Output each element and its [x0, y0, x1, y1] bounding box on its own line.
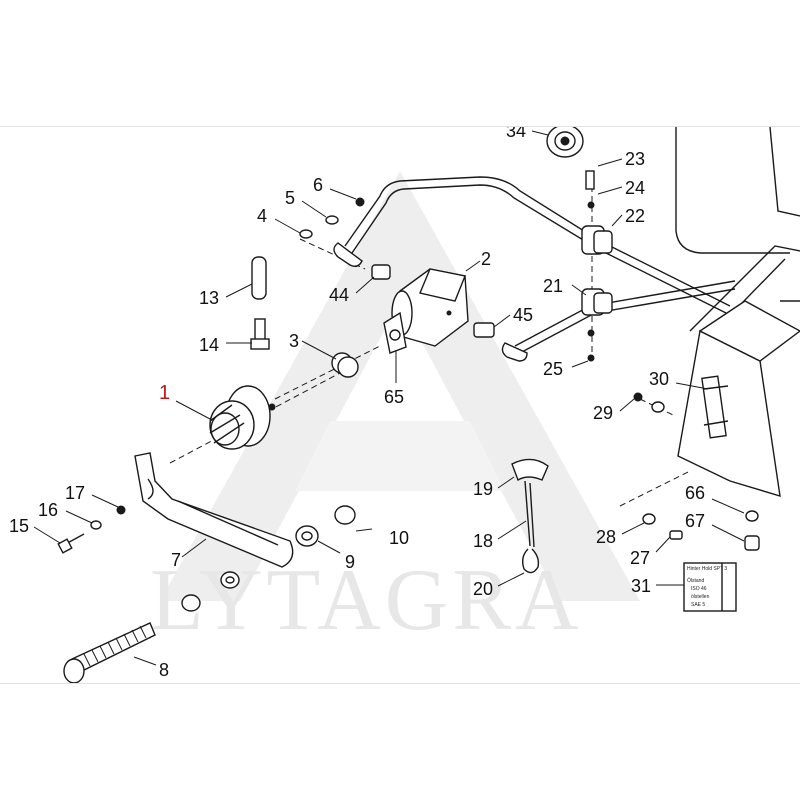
watermark-logo: LYTAGRA — [150, 171, 640, 649]
leader-lines — [33, 130, 745, 666]
hydraulic-pipes — [333, 176, 736, 362]
callout-23: 23 — [625, 149, 645, 169]
callout-4: 4 — [257, 206, 267, 226]
part-7-arm — [134, 452, 294, 568]
part-30-housing — [677, 300, 800, 497]
callout-29: 29 — [593, 403, 613, 423]
callout-1-highlighted: 1 — [159, 382, 170, 404]
callout-31: 31 — [631, 576, 651, 596]
part-2-pump — [383, 268, 469, 354]
fasteners-23-24-25 — [585, 170, 595, 362]
callout-45: 45 — [513, 305, 533, 325]
callout-66: 66 — [685, 483, 705, 503]
callout-13: 13 — [199, 288, 219, 308]
parts-15-16-17-fasteners — [57, 505, 126, 554]
tag-line-5: SAE 5 — [691, 602, 705, 608]
callout-22: 22 — [625, 206, 645, 226]
callout-44: 44 — [329, 285, 349, 305]
callout-34: 34 — [506, 127, 526, 141]
callout-24: 24 — [625, 178, 645, 198]
callout-14: 14 — [199, 335, 219, 355]
diagram-frame: LYTAGRA — [0, 126, 800, 684]
part-3-bearing — [331, 352, 359, 378]
callout-67: 67 — [685, 511, 705, 531]
tag-line-3: ISO 46 — [691, 586, 707, 592]
callout-25: 25 — [543, 359, 563, 379]
part-8-threaded-rod — [63, 622, 156, 683]
parts-9-10-nut-washer — [181, 505, 356, 612]
callout-19: 19 — [473, 479, 493, 499]
tag-line-4: ölstellen — [691, 594, 710, 600]
callout-30: 30 — [649, 369, 669, 389]
part-13-pin — [251, 256, 267, 300]
callout-3: 3 — [289, 331, 299, 351]
parts-4-5-6-fasteners — [299, 197, 365, 239]
parts-44-45-fittings — [371, 264, 495, 338]
tag-line-2: Ölstand — [687, 577, 704, 584]
part-1-flange — [209, 385, 276, 450]
callout-17: 17 — [65, 483, 85, 503]
tag-line-1: Hinter Hold SPT 3 — [687, 566, 727, 572]
part-31-tag-card: Hinter Hold SPT 3 Ölstand ISO 46 ölstell… — [683, 562, 737, 612]
exploded-parts-diagram: LYTAGRA — [9, 127, 800, 683]
callout-7: 7 — [171, 550, 181, 570]
callout-labels: 34 23 24 22 2 6 5 4 13 14 3 44 45 65 21 … — [9, 127, 705, 680]
callout-21: 21 — [543, 276, 563, 296]
part-34-wheel — [546, 127, 584, 158]
callout-2: 2 — [481, 249, 491, 269]
parts-27-28-29-66-67 — [633, 392, 760, 551]
callout-27: 27 — [630, 548, 650, 568]
watermark-text: LYTAGRA — [150, 552, 583, 649]
parts-18-19-20-chain — [511, 458, 549, 574]
callout-6: 6 — [313, 175, 323, 195]
callout-5: 5 — [285, 188, 295, 208]
callout-18: 18 — [473, 531, 493, 551]
callout-10: 10 — [389, 528, 409, 548]
callout-15: 15 — [9, 516, 29, 536]
callout-9: 9 — [345, 552, 355, 572]
callout-28: 28 — [596, 527, 616, 547]
callout-65: 65 — [384, 387, 404, 407]
callout-16: 16 — [38, 500, 58, 520]
part-14-bolt — [250, 318, 270, 350]
callout-8: 8 — [159, 660, 169, 680]
callout-20: 20 — [473, 579, 493, 599]
parts-21-22-clamps — [581, 225, 613, 316]
